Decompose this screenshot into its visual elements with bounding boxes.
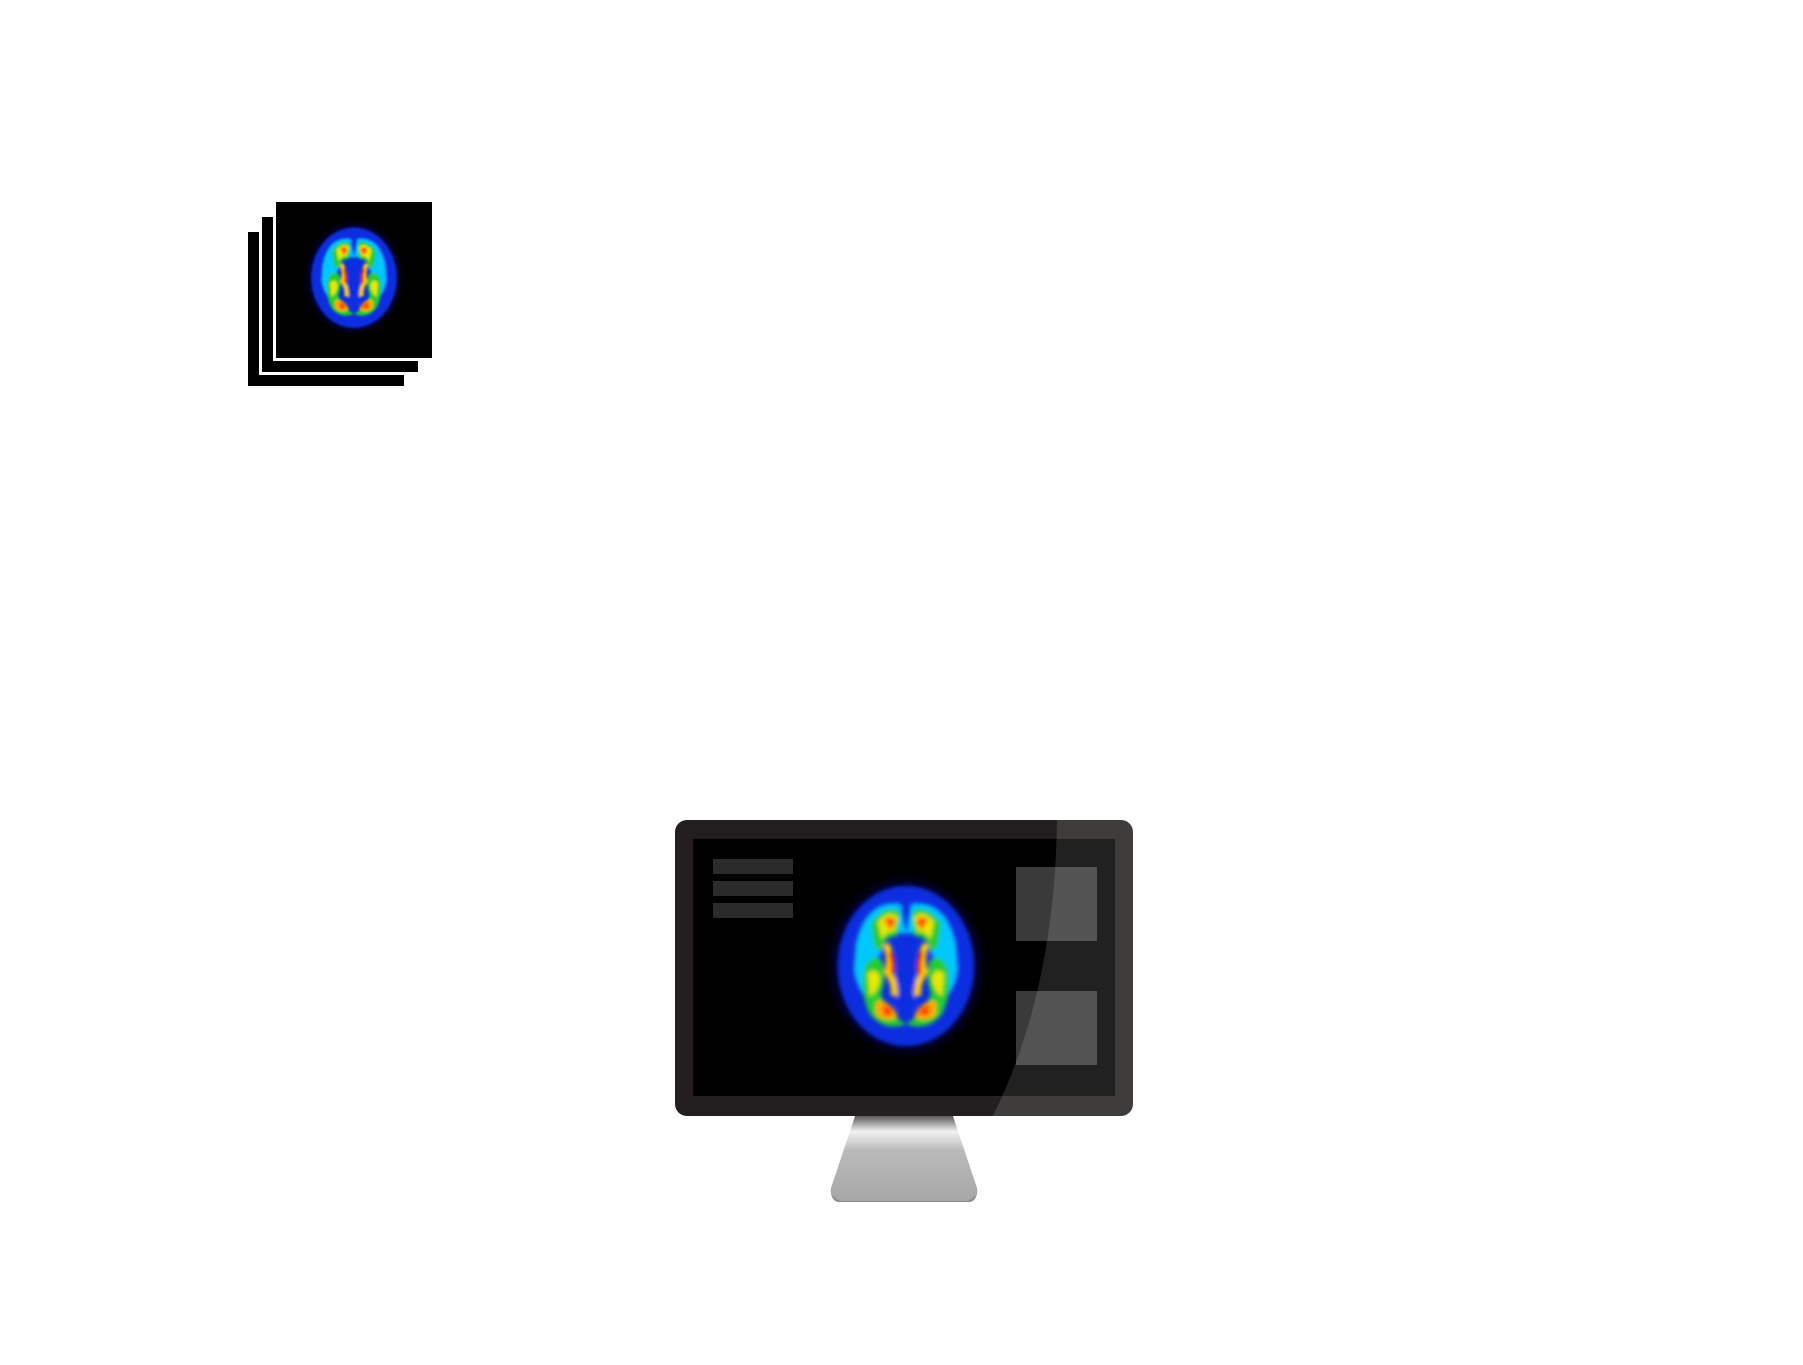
screen-side-panel — [1016, 991, 1097, 1065]
scan-card-front — [273, 199, 435, 361]
pet-scan-stack-icon — [248, 199, 435, 386]
monitor-icon — [675, 820, 1133, 1202]
screen-menu-bar — [713, 881, 793, 896]
screen-side-panel — [1016, 867, 1097, 941]
screen-menu-bar — [713, 859, 793, 874]
monitor-screen — [693, 839, 1115, 1096]
monitor-stand — [830, 1116, 978, 1202]
brain-pet-scan-icon — [826, 874, 986, 1059]
brain-pet-scan-icon — [302, 220, 406, 336]
screen-menu-bar — [713, 903, 793, 918]
monitor-bezel — [675, 820, 1133, 1116]
